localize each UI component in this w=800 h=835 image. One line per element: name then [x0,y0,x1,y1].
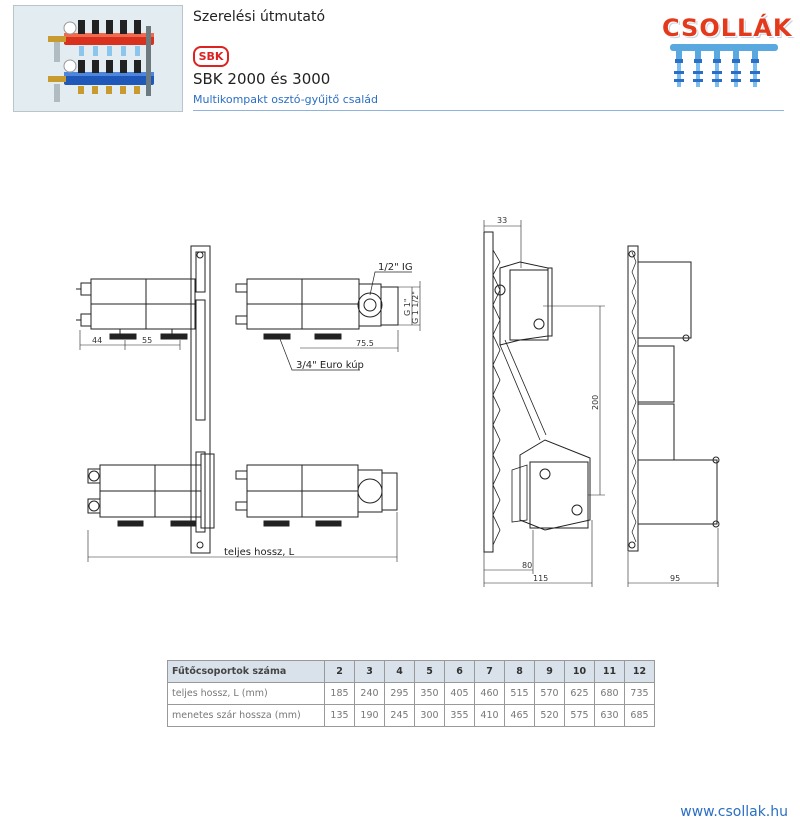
bracket-front-view [627,245,720,552]
table-cell: 520 [534,704,565,727]
table-cell: 355 [444,704,475,727]
table-cell: 570 [534,682,565,705]
dim-g1-label: G 1" [403,298,412,316]
dim-95-label: 95 [670,574,680,583]
lower-right-manifold [235,464,398,527]
table-col-header: 12 [624,660,655,683]
table-cell: 515 [504,682,535,705]
bracket-side-view [483,231,591,553]
table-col-header: 10 [564,660,595,683]
dim-33-label: 33 [497,216,507,225]
table-col-header: 11 [594,660,625,683]
table-cell: 465 [504,704,535,727]
table-row: menetes szár hossza (mm) 135 190 245 300… [167,704,655,727]
table-cell: 350 [414,682,445,705]
table-cell: 410 [474,704,505,727]
table-cell: 190 [354,704,385,727]
dim-115-label: 115 [533,574,548,583]
dim-200-label: 200 [591,395,600,410]
dim-80-label: 80 [522,561,532,570]
table-cell: 685 [624,704,655,727]
lower-left-manifold [87,453,215,529]
dim-75-5-label: 75.5 [356,339,374,348]
wall-bracket-left [190,245,211,554]
header-divider [193,110,784,111]
table-header-label: Fűtőcsoportok száma [167,660,325,683]
brand-name: CSOLLÁK [662,14,793,42]
spec-table: Fűtőcsoportok száma 2 3 4 5 6 7 8 9 10 1… [167,660,655,727]
table-col-header: 4 [384,660,415,683]
table-col-header: 2 [324,660,355,683]
csollak-logo-graphic [670,44,778,87]
table-row-label: teljes hossz, L (mm) [167,682,325,705]
table-cell: 680 [594,682,625,705]
upper-left-manifold [76,278,196,340]
model-title: SBK 2000 és 3000 [193,70,331,88]
dim-44-label: 44 [92,336,102,345]
table-cell: 575 [564,704,595,727]
table-cell: 630 [594,704,625,727]
product-photo [13,5,183,112]
euro-cone-label: 3/4" Euro kúp [296,359,364,371]
table-cell: 460 [474,682,505,705]
table-col-header: 5 [414,660,445,683]
total-length-label: teljes hossz, L [224,547,295,558]
table-col-header: 6 [444,660,475,683]
page-title: Szerelési útmutató [193,9,326,25]
footer-website-link[interactable]: www.csollak.hu [680,804,788,820]
table-cell: 135 [324,704,355,727]
table-cell: 625 [564,682,595,705]
manifold-photo-illustration [14,6,182,111]
dim-g1-half-label: G 1 1/2" [411,291,420,324]
dim-55-label: 55 [142,336,152,345]
table-cell: 185 [324,682,355,705]
table-cell: 405 [444,682,475,705]
table-col-header: 9 [534,660,565,683]
table-col-header: 8 [504,660,535,683]
table-cell: 295 [384,682,415,705]
ig-label: 1/2" IG [378,262,413,273]
table-cell: 245 [384,704,415,727]
table-col-header: 3 [354,660,385,683]
sbk-logo: SBK [193,46,229,67]
upper-right-manifold [235,278,399,340]
table-cell: 735 [624,682,655,705]
model-subtitle: Multikompakt osztó-gyűjtő család [193,93,379,106]
table-header-row: Fűtőcsoportok száma 2 3 4 5 6 7 8 9 10 1… [167,660,655,683]
table-cell: 300 [414,704,445,727]
table-row-label: menetes szár hossza (mm) [167,704,325,727]
table-cell: 240 [354,682,385,705]
table-row: teljes hossz, L (mm) 185 240 295 350 405… [167,682,655,705]
table-col-header: 7 [474,660,505,683]
